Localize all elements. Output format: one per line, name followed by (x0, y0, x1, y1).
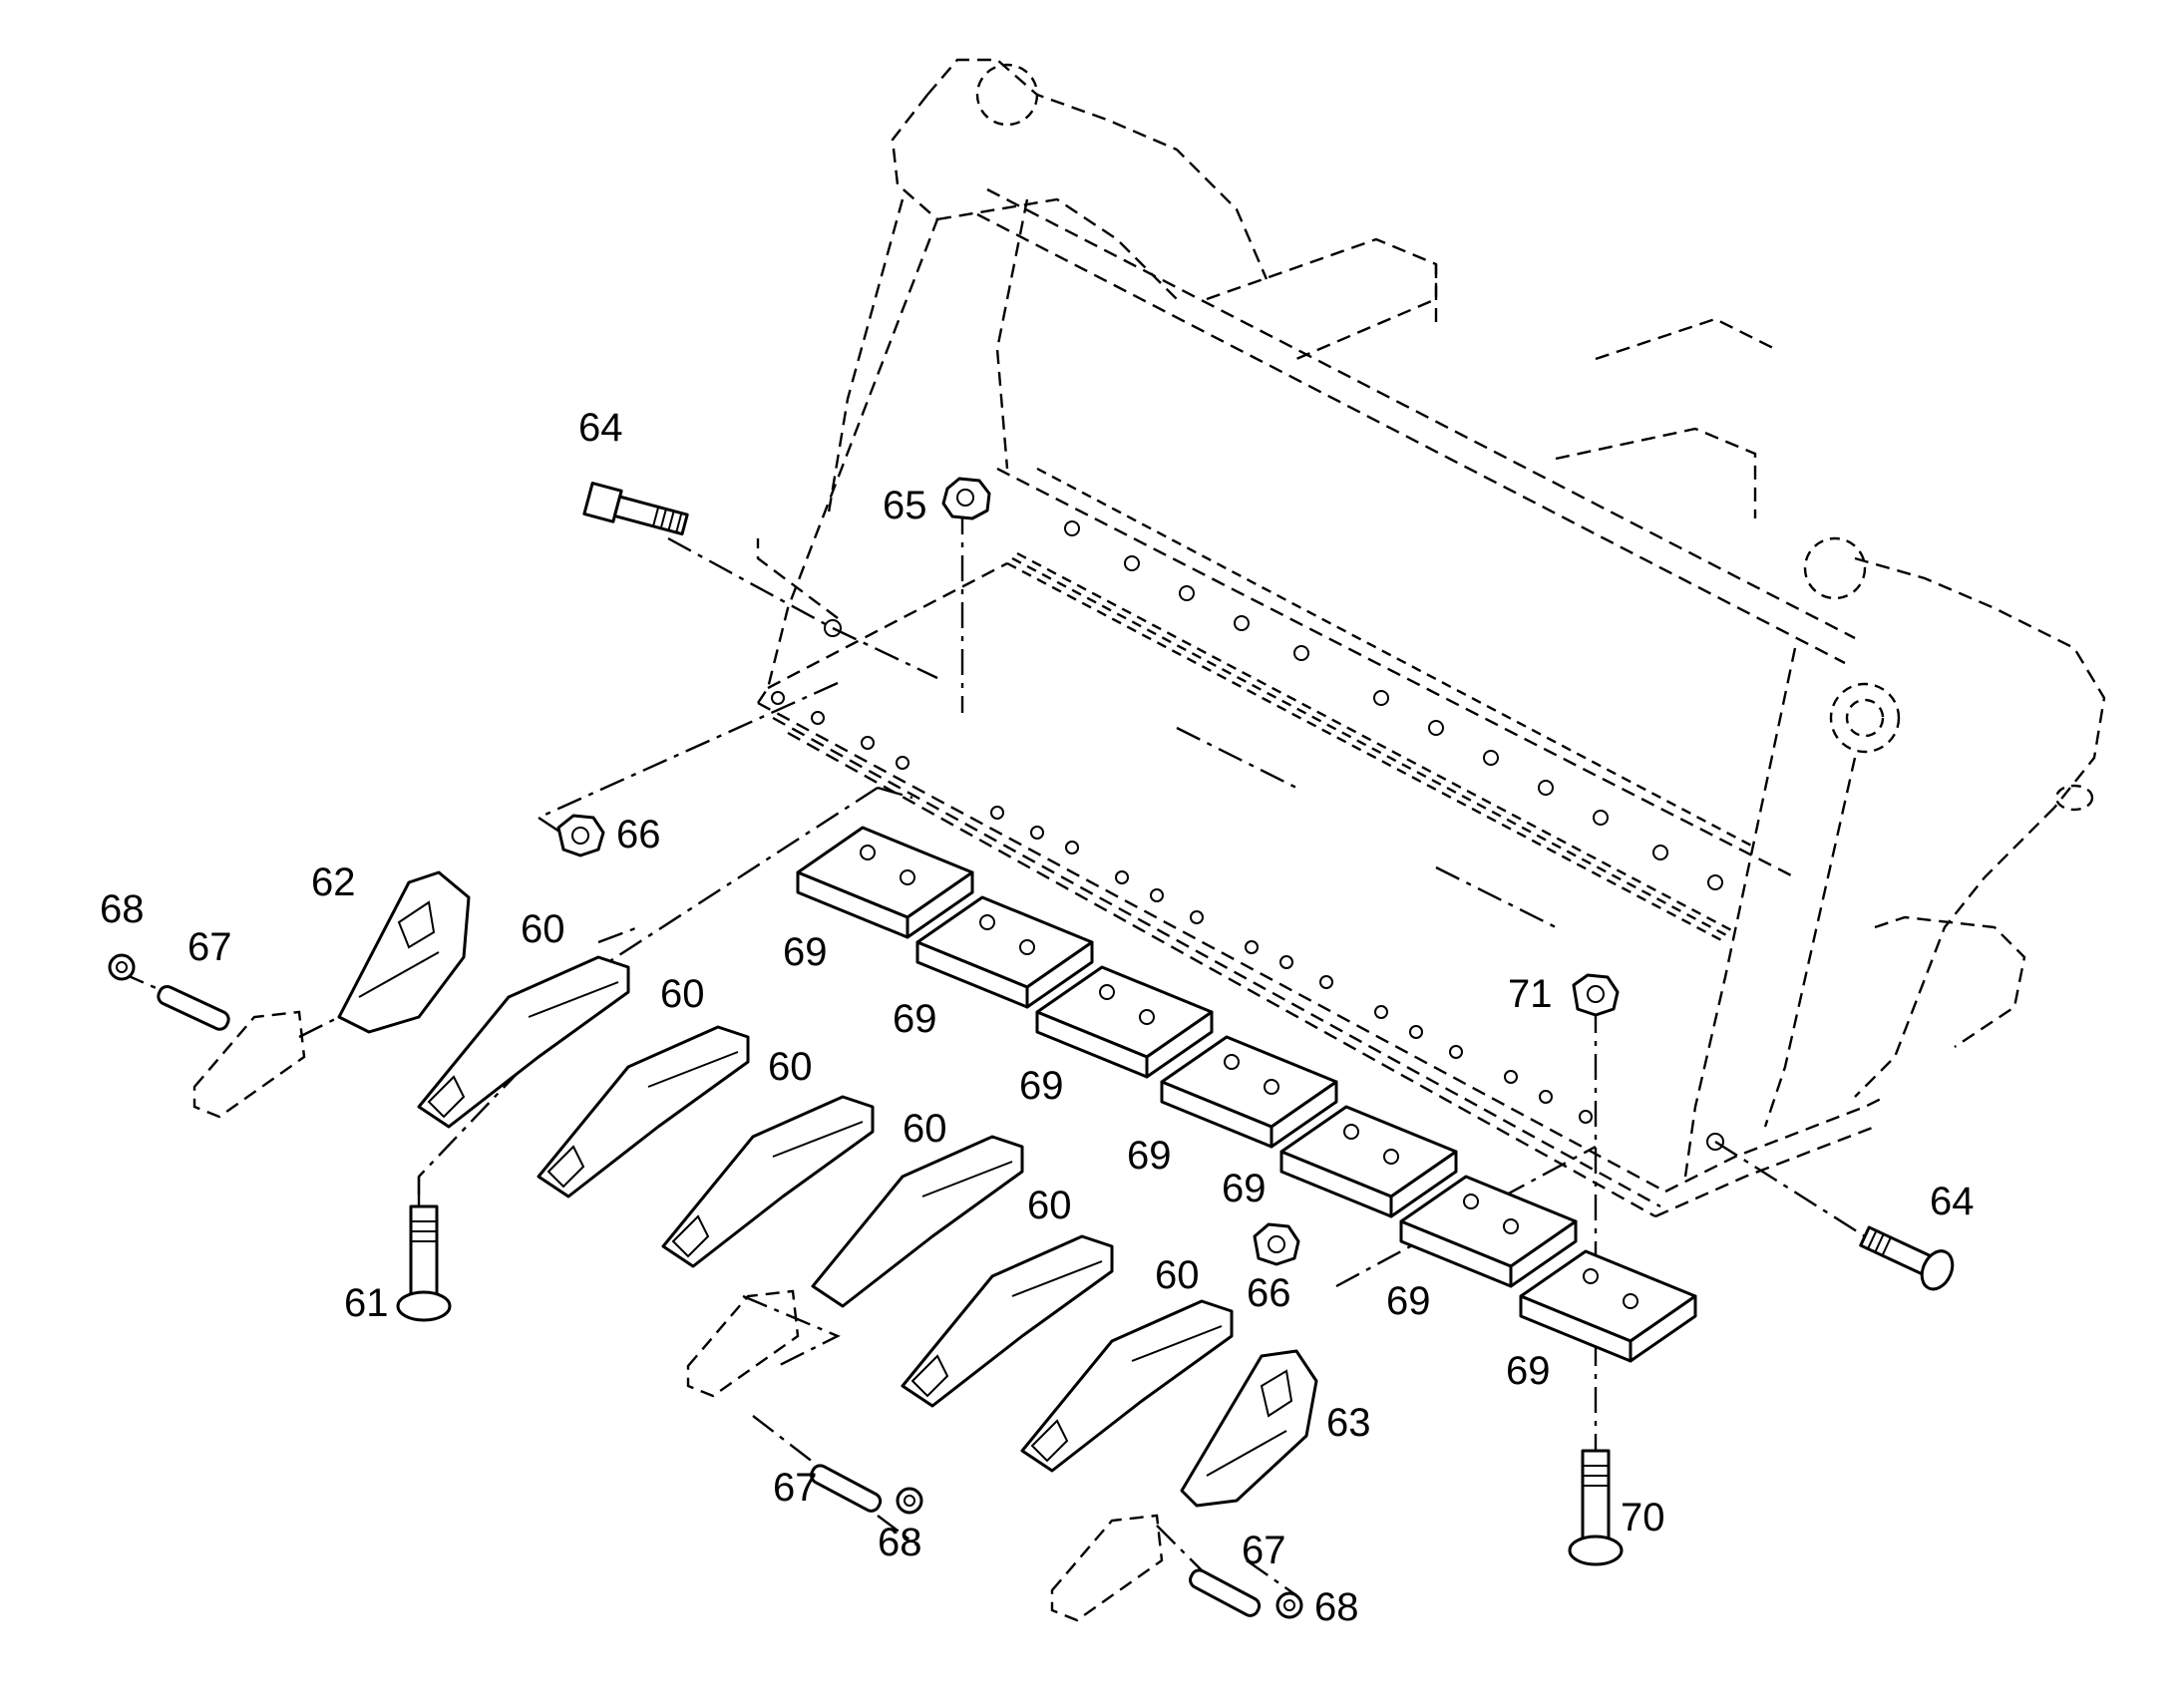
callout-71: 71 (1508, 972, 1553, 1016)
tooth-adapter-60-6 (1020, 1299, 1234, 1473)
retainer-68-left (108, 953, 136, 981)
callout-67: 67 (773, 1466, 818, 1510)
tooth-adapter-60-1 (417, 955, 630, 1129)
corner-adapter-63 (1180, 1349, 1318, 1508)
callout-70: 70 (1621, 1496, 1665, 1539)
wear-segment-69-2 (915, 895, 1094, 1009)
bolt-61 (396, 1204, 452, 1322)
wear-segment-69-6 (1399, 1175, 1578, 1288)
corner-adapter-62 (337, 870, 471, 1034)
wear-segment-69-7 (1519, 1249, 1697, 1363)
tooth-tip-left (192, 1010, 306, 1119)
cutting-edge-holes (1064, 520, 1723, 890)
callout-66: 66 (616, 813, 661, 856)
bolt-70 (1568, 1449, 1624, 1566)
callout-69: 69 (1222, 1167, 1267, 1210)
nut-66-left (556, 814, 605, 857)
callout-61: 61 (344, 1281, 389, 1325)
retainer-68-middle (896, 1487, 923, 1515)
wear-segment-69-5 (1279, 1105, 1458, 1218)
callout-69: 69 (1506, 1349, 1551, 1393)
callout-68: 68 (100, 887, 145, 931)
callout-69: 69 (1019, 1064, 1064, 1108)
callout-labels: 64 65 66 62 68 67 60 60 60 60 60 60 69 6… (100, 406, 1975, 1629)
tooth-adapter-60-5 (901, 1234, 1114, 1408)
nut-71 (1572, 973, 1620, 1017)
bolt-64-left (582, 482, 689, 536)
callout-67: 67 (1242, 1529, 1286, 1572)
callout-60: 60 (521, 907, 565, 951)
tooth-adapter-60-4 (811, 1135, 1024, 1308)
nut-65 (941, 477, 991, 520)
callout-64: 64 (578, 406, 623, 450)
callout-67: 67 (187, 925, 232, 969)
assembly-lines (119, 509, 1866, 1596)
pin-67-middle (810, 1464, 883, 1513)
bolt-64-right (1859, 1225, 1955, 1291)
callout-60: 60 (660, 972, 705, 1016)
callout-68: 68 (1314, 1585, 1359, 1629)
pin-67-left (157, 984, 230, 1031)
callout-65: 65 (883, 484, 927, 527)
bucket-outline (756, 58, 2106, 1218)
tooth-tip-middle (686, 1289, 800, 1398)
callout-66: 66 (1247, 1271, 1291, 1315)
tooth-adapter-60-3 (661, 1095, 875, 1268)
tooth-adapter-60-2 (537, 1025, 750, 1198)
callout-69: 69 (1127, 1134, 1172, 1178)
callout-69: 69 (1386, 1279, 1431, 1323)
callout-69: 69 (783, 930, 828, 974)
callout-64: 64 (1930, 1180, 1975, 1223)
retainer-68-right (1275, 1591, 1303, 1619)
callout-60: 60 (903, 1107, 947, 1151)
floor-holes (771, 691, 1593, 1124)
wear-segment-69-4 (1160, 1035, 1338, 1149)
callout-60: 60 (1027, 1184, 1072, 1227)
nut-66-bottom (1253, 1222, 1300, 1266)
callout-69: 69 (893, 997, 937, 1041)
tooth-tip-right (1050, 1514, 1164, 1622)
pin-67-right (1189, 1568, 1262, 1617)
callout-68: 68 (878, 1521, 922, 1564)
callout-60: 60 (768, 1045, 813, 1089)
callout-62: 62 (311, 860, 356, 904)
callout-60: 60 (1155, 1253, 1200, 1297)
wear-segment-69-1 (796, 826, 974, 939)
wear-segment-69-3 (1035, 965, 1214, 1079)
callout-63: 63 (1326, 1401, 1371, 1445)
